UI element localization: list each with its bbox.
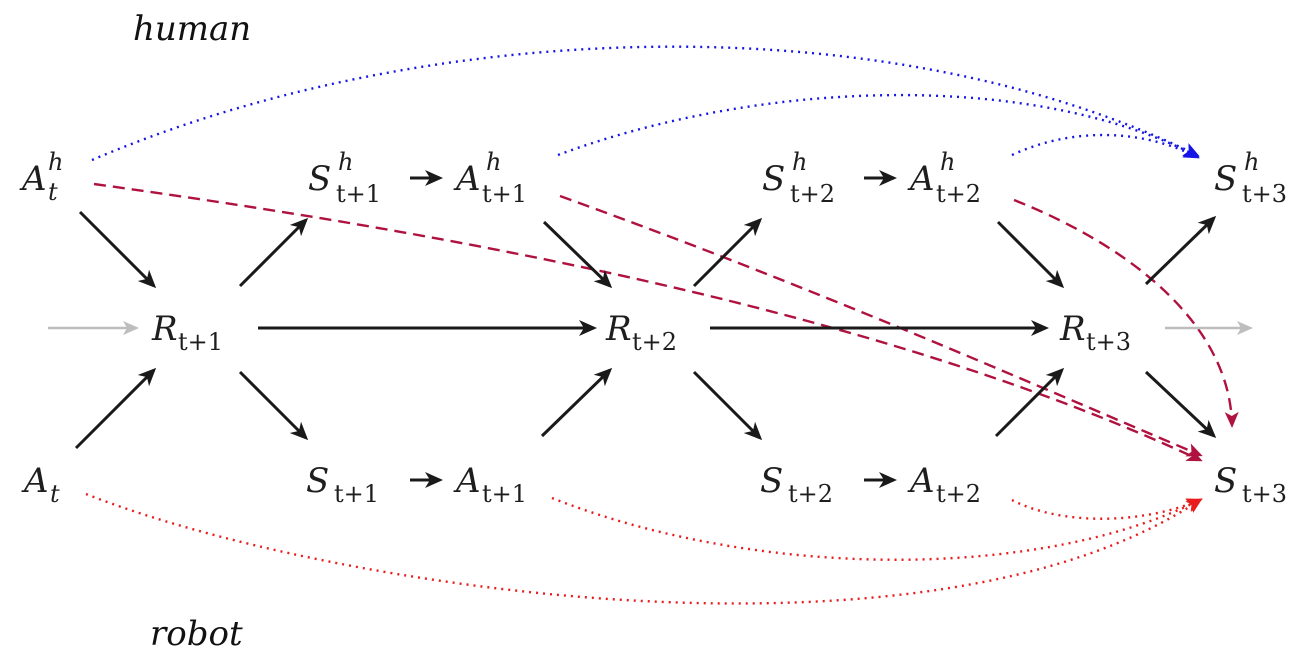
node-A2-h: A h t+2 [907, 148, 981, 208]
svg-text:S: S [762, 159, 785, 199]
svg-text:h: h [940, 148, 955, 176]
edge-R2-to-S2-h [692, 217, 763, 288]
svg-text:t+3: t+3 [1242, 180, 1287, 208]
svg-text:t+1: t+1 [482, 180, 527, 208]
svg-text:t: t [48, 178, 58, 206]
solid-edges [74, 170, 1217, 488]
svg-text:A: A [21, 461, 49, 501]
svg-text:t+2: t+2 [936, 480, 981, 508]
edge-R3-to-S3-h [1144, 215, 1217, 286]
svg-text:S: S [760, 461, 783, 501]
edge-R1-to-S1 [238, 370, 309, 441]
edge-At-h-dashed-to-S3 [93, 182, 1203, 462]
node-A2: A t+2 [907, 461, 981, 508]
svg-text:t+1: t+1 [334, 480, 379, 508]
svg-text:A: A [19, 159, 47, 199]
edge-A1-to-R2 [540, 367, 613, 438]
svg-text:R: R [151, 309, 178, 349]
svg-text:t+3: t+3 [1086, 328, 1131, 356]
edge-A2-to-S3 [1011, 498, 1203, 520]
svg-text:t+2: t+2 [632, 328, 677, 356]
svg-text:S: S [306, 461, 329, 501]
svg-text:S: S [1214, 159, 1237, 199]
svg-text:h: h [486, 148, 501, 176]
svg-text:t+1: t+1 [336, 180, 381, 208]
svg-text:h: h [1244, 148, 1259, 176]
node-A1-h: A h t+1 [453, 148, 527, 208]
robot-label: robot [150, 614, 243, 654]
svg-text:t+1: t+1 [178, 328, 223, 356]
node-R1: R t+1 [151, 309, 223, 356]
edge-R2-to-S2 [692, 370, 763, 441]
node-S3: S t+3 [1214, 461, 1287, 508]
node-R3: R t+3 [1059, 309, 1131, 356]
svg-text:R: R [605, 309, 632, 349]
svg-text:h: h [48, 148, 63, 176]
node-A1: A t+1 [453, 461, 527, 508]
svg-text:h: h [792, 148, 807, 176]
edge-At-to-S3 [85, 492, 1203, 605]
edge-At-h-to-S3-h [91, 45, 1200, 162]
svg-text:R: R [1059, 309, 1086, 349]
node-R2: R t+2 [605, 309, 677, 356]
svg-text:t+1: t+1 [482, 480, 527, 508]
edge-R1-to-S1-h [238, 217, 309, 288]
node-S1-h: S h t+1 [308, 148, 381, 208]
edge-A1-to-S3 [551, 496, 1203, 561]
edge-A1-h-dashed-to-S3 [559, 194, 1203, 457]
human-label: human [133, 9, 251, 49]
edge-A1-h-to-R2 [542, 220, 613, 289]
edge-A2-h-to-S3-h [1011, 133, 1200, 159]
edge-A2-h-dashed-to-S3 [1013, 198, 1239, 428]
node-At-h: A h t [19, 148, 63, 206]
svg-text:h: h [338, 148, 353, 176]
svg-text:A: A [453, 461, 481, 501]
edge-A1-h-to-S3-h [557, 93, 1200, 158]
node-S2-h: S h t+2 [762, 148, 835, 208]
svg-text:A: A [907, 461, 935, 501]
svg-text:A: A [907, 159, 935, 199]
node-S2: S t+2 [760, 461, 833, 508]
svg-text:t: t [50, 480, 60, 508]
svg-text:t+3: t+3 [1242, 480, 1287, 508]
edge-A2-to-R3 [994, 367, 1065, 438]
svg-text:t+2: t+2 [936, 180, 981, 208]
edge-A2-h-to-R3 [996, 220, 1065, 289]
edge-At-h-to-R1 [78, 210, 157, 289]
node-S3-h: S h t+3 [1214, 148, 1287, 208]
svg-text:t+2: t+2 [788, 480, 833, 508]
node-S1: S t+1 [306, 461, 379, 508]
svg-text:S: S [308, 159, 331, 199]
svg-text:S: S [1214, 461, 1237, 501]
human-dotted-edges [91, 45, 1200, 162]
edge-At-to-R1 [74, 367, 157, 450]
edge-R3-to-S3 [1144, 370, 1217, 439]
node-At: A t [21, 461, 60, 508]
svg-text:A: A [453, 159, 481, 199]
robot-dotted-edges [85, 492, 1203, 605]
svg-text:t+2: t+2 [790, 180, 835, 208]
